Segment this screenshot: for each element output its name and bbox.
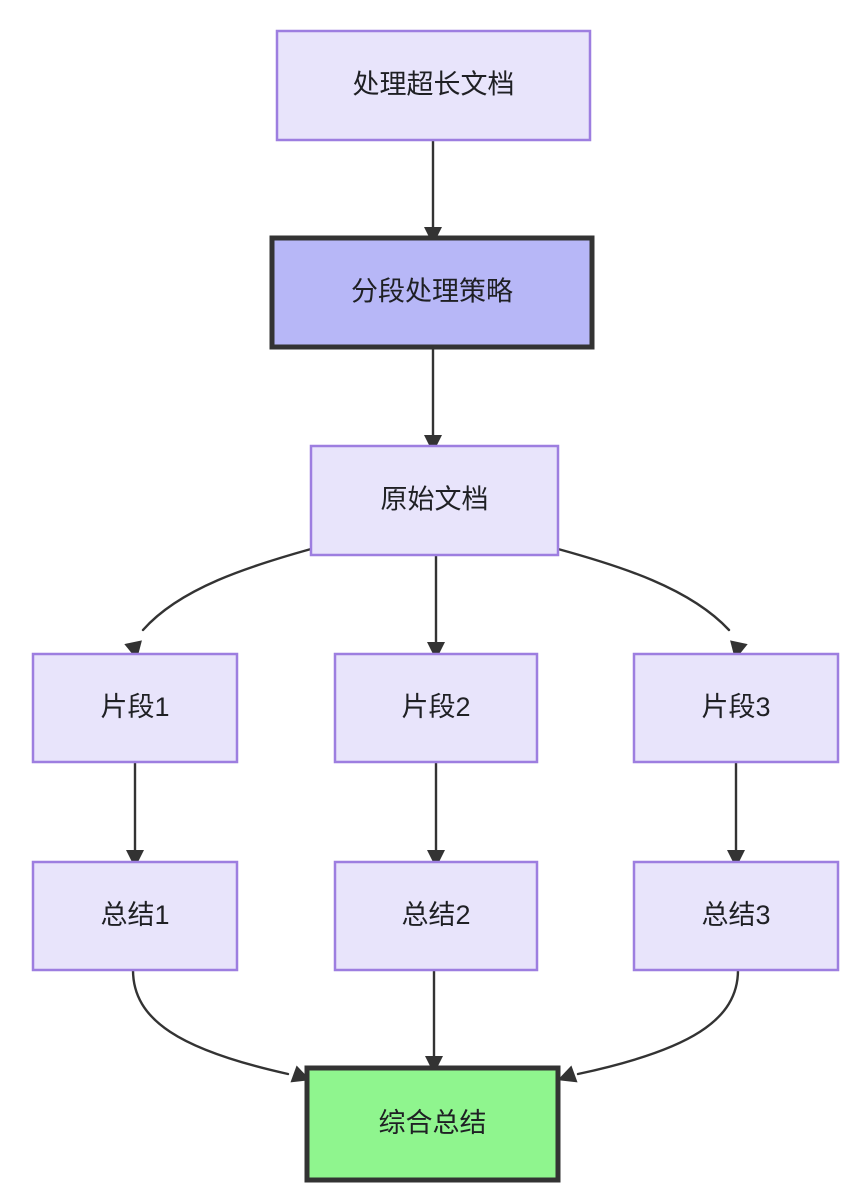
arrowhead-n4-n7 xyxy=(126,850,144,868)
node-n4[interactable]: 片段1 xyxy=(31,652,239,764)
node-label-n1: 处理超长文档 xyxy=(353,70,515,100)
node-box-n1[interactable] xyxy=(275,29,592,142)
node-label-n7: 总结1 xyxy=(100,900,169,930)
node-box-n10[interactable] xyxy=(304,1065,561,1183)
node-n3[interactable]: 原始文档 xyxy=(309,444,560,557)
arrowhead-n6-n9 xyxy=(727,850,745,868)
node-n6[interactable]: 片段3 xyxy=(632,652,840,764)
arrowhead-n2-n3 xyxy=(424,435,442,453)
arrowhead-n3-n5 xyxy=(427,642,445,660)
node-box-n5[interactable] xyxy=(333,652,539,764)
node-n1[interactable]: 处理超长文档 xyxy=(275,29,592,142)
node-label-n4: 片段1 xyxy=(100,692,169,722)
node-box-n7[interactable] xyxy=(31,860,239,972)
node-n8[interactable]: 总结2 xyxy=(333,860,539,972)
arrowhead-triangle xyxy=(727,850,745,868)
edge-layer xyxy=(131,138,740,1076)
node-label-n9: 总结3 xyxy=(701,900,770,930)
node-n7[interactable]: 总结1 xyxy=(31,860,239,972)
node-label-n5: 片段2 xyxy=(401,692,470,722)
arrowhead-triangle xyxy=(424,435,442,453)
node-box-n8[interactable] xyxy=(333,860,539,972)
arrowhead-n8-n10 xyxy=(425,1056,443,1074)
node-box-n6[interactable] xyxy=(632,652,840,764)
node-label-n3: 原始文档 xyxy=(381,485,489,515)
node-label-n6: 片段3 xyxy=(701,692,770,722)
node-n5[interactable]: 片段2 xyxy=(333,652,539,764)
arrowhead-n9-n10 xyxy=(557,1065,578,1083)
node-n9[interactable]: 总结3 xyxy=(632,860,840,972)
edge-n9-to-n10 xyxy=(576,968,740,1076)
node-label-n8: 总结2 xyxy=(401,900,470,930)
node-n10[interactable]: 综合总结 xyxy=(304,1065,561,1183)
node-label-n10: 综合总结 xyxy=(379,1108,487,1138)
edge-n3-to-n4 xyxy=(141,547,313,632)
node-label-n2: 分段处理策略 xyxy=(351,277,513,307)
arrowhead-n5-n8 xyxy=(427,850,445,868)
arrowhead-triangle xyxy=(427,642,445,660)
arrowhead-triangle xyxy=(427,850,445,868)
arrowhead-triangle xyxy=(557,1065,578,1083)
arrowhead-triangle xyxy=(425,1056,443,1074)
arrowhead-triangle xyxy=(126,850,144,868)
node-box-n4[interactable] xyxy=(31,652,239,764)
edge-n3-to-n6 xyxy=(556,547,731,632)
node-box-n2[interactable] xyxy=(269,235,595,350)
node-n2[interactable]: 分段处理策略 xyxy=(269,235,595,350)
node-box-n3[interactable] xyxy=(309,444,560,557)
node-box-n9[interactable] xyxy=(632,860,840,972)
edge-n7-to-n10 xyxy=(131,968,290,1076)
